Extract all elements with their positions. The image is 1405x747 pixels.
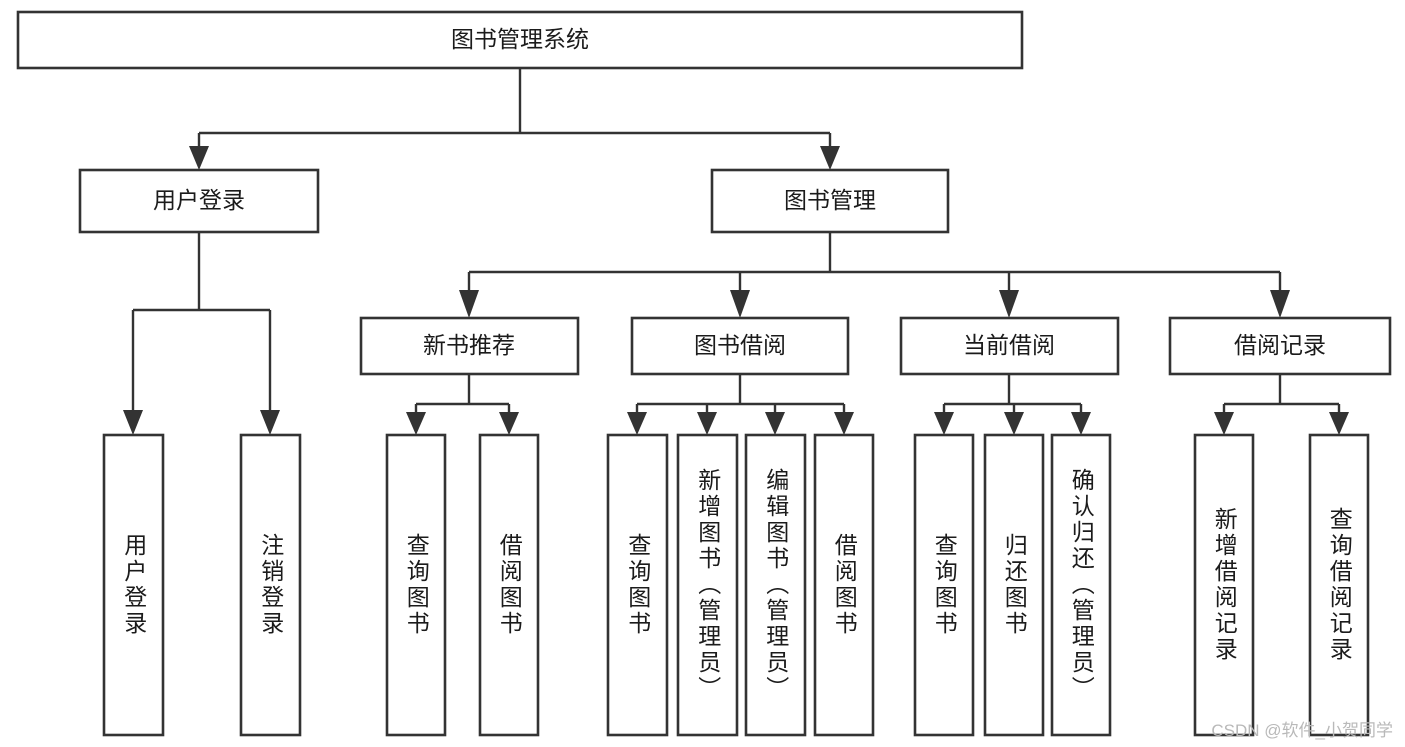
arrowhead-current-borrow: [999, 290, 1019, 318]
arrowhead-leaf-borrow-book-1: [499, 412, 519, 435]
node-book-manage-label: 图书管理: [784, 187, 876, 213]
node-new-book-recommend-label: 新书推荐: [423, 332, 515, 358]
node-leaf-user-login-box[interactable]: [102, 433, 165, 737]
node-leaf-query-borrow-record-box[interactable]: [1308, 433, 1370, 737]
node-leaf-return-book-box[interactable]: [983, 433, 1045, 737]
node-leaf-logout-login-box[interactable]: [239, 433, 302, 737]
arrowhead-user-login: [189, 146, 209, 170]
node-leaf-borrow-book-2-box[interactable]: [813, 433, 875, 737]
arrowhead-leaf-edit-book: [765, 412, 785, 435]
node-borrow-record-box[interactable]: [1168, 316, 1392, 376]
arrowhead-leaf-add-borrow-record: [1214, 412, 1234, 435]
edge-group-book-manage: [459, 232, 1290, 318]
edge-group-current-borrow: [934, 374, 1091, 435]
node-current-borrow-box[interactable]: [899, 316, 1120, 376]
node-user-login-label: 用户登录: [153, 187, 245, 213]
node-root[interactable]: 图书管理系统: [16, 10, 1024, 70]
arrowhead-leaf-query-book-1: [406, 412, 426, 435]
edge-group-root: [189, 68, 840, 170]
node-root-label: 图书管理系统: [451, 26, 589, 52]
arrowhead-leaf-borrow-book-2: [834, 412, 854, 435]
node-leaf-borrow-book-1-box[interactable]: [478, 433, 540, 737]
csdn-watermark: CSDN @软件_小贺同学: [1211, 721, 1393, 740]
arrowhead-leaf-user-login: [123, 410, 143, 435]
edge-group-new-book-recommend: [406, 374, 519, 435]
arrowhead-leaf-add-book: [697, 412, 717, 435]
edge-group-borrow-record: [1214, 374, 1349, 435]
node-leaf-edit-book-box[interactable]: [744, 433, 807, 737]
node-book-borrow-label: 图书借阅: [694, 332, 786, 358]
node-current-borrow-label: 当前借阅: [963, 332, 1055, 358]
node-leaf-query-book-1-box[interactable]: [385, 433, 447, 737]
arrowhead-borrow-record: [1270, 290, 1290, 318]
node-current-borrow[interactable]: 当前借阅: [899, 316, 1120, 376]
edge-group-book-borrow: [627, 374, 854, 435]
node-leaf-add-borrow-record-box[interactable]: [1193, 433, 1255, 737]
node-book-manage[interactable]: 图书管理: [710, 168, 950, 234]
node-borrow-record[interactable]: 借阅记录: [1168, 316, 1392, 376]
arrowhead-leaf-query-book-3: [934, 412, 954, 435]
node-book-manage-box[interactable]: [710, 168, 950, 234]
node-borrow-record-label: 借阅记录: [1234, 332, 1326, 358]
node-leaf-add-book-box[interactable]: [676, 433, 739, 737]
arrowhead-book-borrow: [730, 290, 750, 318]
arrowhead-book-manage: [820, 146, 840, 170]
arrowhead-new-book-recommend: [459, 290, 479, 318]
node-user-login[interactable]: 用户登录: [78, 168, 320, 234]
leaf-box-group: [102, 433, 1370, 737]
node-root-box[interactable]: [16, 10, 1024, 70]
arrowhead-leaf-confirm-return: [1071, 412, 1091, 435]
node-leaf-query-book-2-box[interactable]: [606, 433, 669, 737]
node-user-login-box[interactable]: [78, 168, 320, 234]
arrowhead-leaf-return-book: [1004, 412, 1024, 435]
node-new-book-recommend[interactable]: 新书推荐: [359, 316, 580, 376]
arrowhead-leaf-query-book-2: [627, 412, 647, 435]
node-new-book-recommend-box[interactable]: [359, 316, 580, 376]
node-book-borrow[interactable]: 图书借阅: [630, 316, 850, 376]
arrowhead-leaf-query-borrow-record: [1329, 412, 1349, 435]
node-book-borrow-box[interactable]: [630, 316, 850, 376]
node-leaf-query-book-3-box[interactable]: [913, 433, 975, 737]
edge-group-user-login: [123, 232, 280, 435]
arrowhead-leaf-logout-login: [260, 410, 280, 435]
node-leaf-confirm-return-box[interactable]: [1050, 433, 1112, 737]
